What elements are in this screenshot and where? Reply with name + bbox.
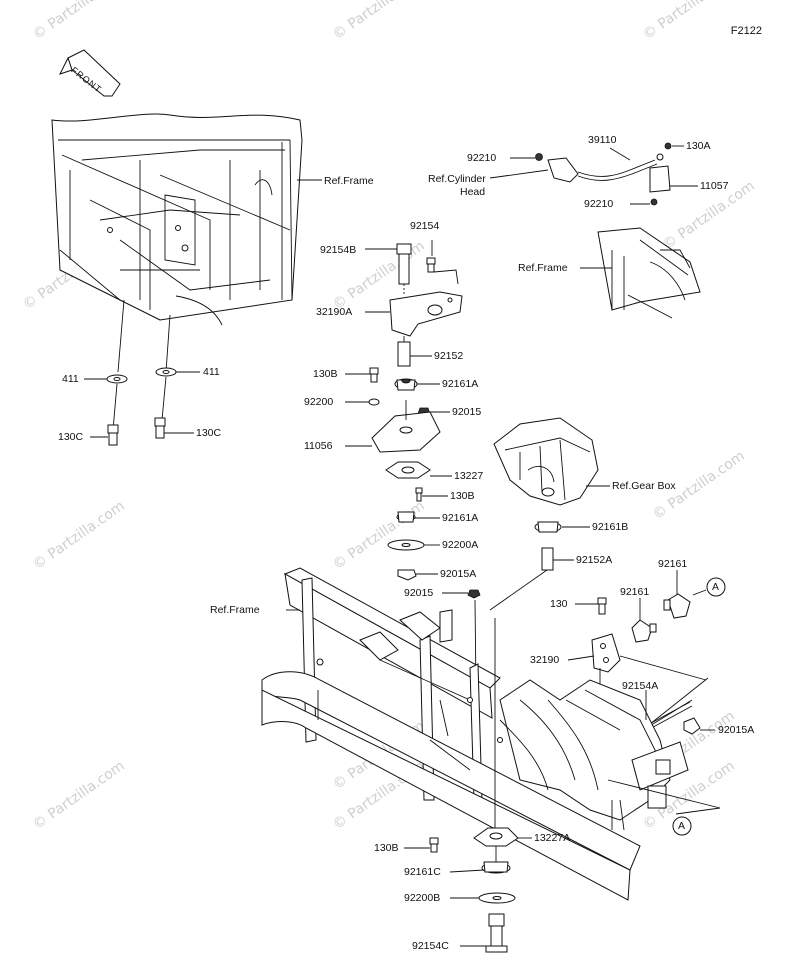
label-92154: 92154	[410, 220, 440, 232]
label-92152a: 92152A	[576, 554, 613, 566]
label-130: 130	[550, 598, 568, 610]
label-92210-bottom: 92210	[584, 198, 614, 210]
left-mount-hardware	[106, 299, 177, 446]
label-92161b: 92161B	[592, 521, 629, 533]
main-frame-drawing	[261, 567, 721, 901]
label-32190: 32190	[530, 654, 560, 666]
label-411-left: 411	[62, 373, 79, 385]
label-130a: 130A	[686, 140, 711, 152]
label-92154b: 92154B	[320, 244, 357, 256]
label-411-right: 411	[203, 366, 220, 378]
label-92161c: 92161C	[404, 866, 441, 878]
label-ref-frame-right: Ref.Frame	[518, 262, 568, 274]
label-ref-gearbox: Ref.Gear Box	[612, 480, 676, 492]
label-32190a: 32190A	[316, 306, 353, 318]
label-92200: 92200	[304, 396, 334, 408]
label-130b-bottom: 130B	[374, 842, 399, 854]
label-head: Head	[460, 186, 486, 198]
label-92152: 92152	[434, 350, 464, 362]
label-13227: 13227	[454, 470, 484, 482]
label-130c-right: 130C	[196, 427, 222, 439]
label-130b-top: 130B	[313, 368, 338, 380]
callout-a-bottom: A	[678, 820, 686, 832]
label-92154a: 92154A	[622, 680, 659, 692]
label-92161a-top: 92161A	[442, 378, 479, 390]
label-ref-frame-mid: Ref.Frame	[210, 604, 260, 616]
label-92210-top: 92210	[467, 152, 497, 164]
label-130c-left: 130C	[58, 431, 84, 443]
label-13227a: 13227A	[534, 832, 571, 844]
label-92015a-right: 92015A	[718, 724, 755, 736]
label-130b-mid: 130B	[450, 490, 475, 502]
label-11056: 11056	[304, 440, 333, 452]
callout-a-top: A	[712, 581, 720, 593]
front-arrow-icon	[59, 49, 121, 97]
label-11057: 11057	[700, 180, 729, 192]
label-92015-mid: 92015	[404, 587, 434, 599]
ground-strap-drawing	[535, 142, 701, 319]
gearbox-drawing	[489, 417, 599, 611]
upper-frame-drawing	[51, 113, 303, 326]
label-ref-frame-top: Ref.Frame	[324, 175, 374, 187]
label-92200a: 92200A	[442, 539, 479, 551]
label-92161-b: 92161	[620, 586, 650, 598]
label-92015a: 92015A	[440, 568, 477, 580]
label-ref-cylinder: Ref.Cylinder	[428, 173, 486, 185]
label-92161-a: 92161	[658, 558, 688, 570]
label-39110: 39110	[588, 134, 617, 146]
leader-lines	[84, 145, 715, 947]
label-92015-top: 92015	[452, 406, 482, 418]
label-92200b: 92200B	[404, 892, 441, 904]
label-92154c: 92154C	[412, 940, 449, 952]
figure-code: F2122	[730, 25, 762, 37]
label-92161a-mid: 92161A	[442, 512, 479, 524]
bottom-mount-stack	[429, 827, 519, 953]
